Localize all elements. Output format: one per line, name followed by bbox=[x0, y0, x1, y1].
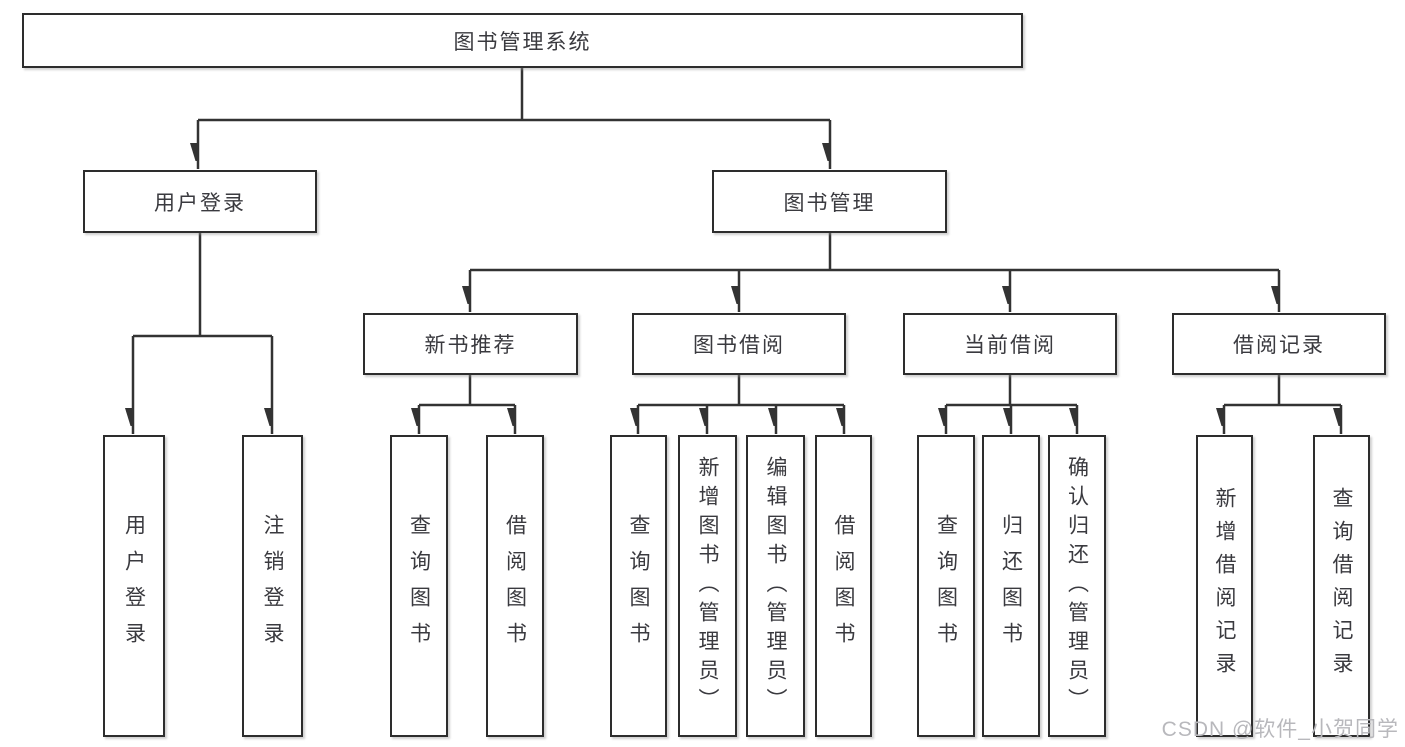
node-borrow-records-label: 借阅记录 bbox=[1233, 334, 1325, 357]
leaf-nbr-borrow-books: 借阅图书 bbox=[486, 435, 544, 737]
leaf-bb-query-books-label: 查询图书 bbox=[627, 514, 650, 658]
leaf-logout-login: 注销登录 bbox=[242, 435, 303, 737]
csdn-watermark: CSDN @软件_小贺同学 bbox=[1161, 718, 1399, 741]
leaf-nbr-query-books: 查询图书 bbox=[390, 435, 448, 737]
node-new-book-recommend-label: 新书推荐 bbox=[424, 334, 517, 357]
node-root-system-label: 图书管理系统 bbox=[453, 30, 592, 54]
leaf-br-query-record: 查询借阅记录 bbox=[1313, 435, 1370, 737]
node-book-management: 图书管理 bbox=[712, 170, 947, 233]
leaf-bb-add-books-admin: 新增图书（管理员） bbox=[678, 435, 737, 737]
leaf-logout-login-label: 注销登录 bbox=[261, 514, 284, 658]
leaf-cb-return-books: 归还图书 bbox=[982, 435, 1040, 737]
leaf-bb-query-books: 查询图书 bbox=[610, 435, 667, 737]
node-book-borrow: 图书借阅 bbox=[632, 313, 846, 375]
leaf-cb-return-books-label: 归还图书 bbox=[999, 514, 1023, 658]
leaf-cb-query-books-label: 查询图书 bbox=[934, 514, 958, 658]
leaf-nbr-query-books-label: 查询图书 bbox=[407, 514, 431, 658]
leaf-bb-add-books-admin-label: 新增图书（管理员） bbox=[696, 455, 719, 717]
node-current-borrow: 当前借阅 bbox=[903, 313, 1117, 375]
leaf-br-add-record: 新增借阅记录 bbox=[1196, 435, 1253, 737]
leaf-user-login-label: 用户登录 bbox=[122, 514, 146, 658]
leaf-nbr-borrow-books-label: 借阅图书 bbox=[503, 514, 527, 658]
leaf-cb-query-books: 查询图书 bbox=[917, 435, 975, 737]
node-root-system: 图书管理系统 bbox=[22, 13, 1023, 68]
node-borrow-records: 借阅记录 bbox=[1172, 313, 1386, 375]
leaf-br-add-record-label: 新增借阅记录 bbox=[1213, 487, 1236, 685]
leaf-bb-borrow-books-label: 借阅图书 bbox=[832, 514, 855, 658]
leaf-user-login: 用户登录 bbox=[103, 435, 165, 737]
leaf-bb-edit-books-admin-label: 编辑图书（管理员） bbox=[764, 455, 787, 717]
node-book-borrow-label: 图书借阅 bbox=[693, 334, 785, 357]
node-user-login: 用户登录 bbox=[83, 170, 317, 233]
leaf-bb-edit-books-admin: 编辑图书（管理员） bbox=[746, 435, 805, 737]
node-new-book-recommend: 新书推荐 bbox=[363, 313, 578, 375]
leaf-br-query-record-label: 查询借阅记录 bbox=[1330, 487, 1353, 685]
node-current-borrow-label: 当前借阅 bbox=[964, 334, 1056, 357]
node-user-login-label: 用户登录 bbox=[154, 191, 246, 215]
leaf-cb-confirm-return-admin-label: 确认归还（管理员） bbox=[1065, 455, 1089, 717]
node-book-management-label: 图书管理 bbox=[783, 191, 876, 215]
leaf-cb-confirm-return-admin: 确认归还（管理员） bbox=[1048, 435, 1106, 737]
leaf-bb-borrow-books: 借阅图书 bbox=[815, 435, 872, 737]
